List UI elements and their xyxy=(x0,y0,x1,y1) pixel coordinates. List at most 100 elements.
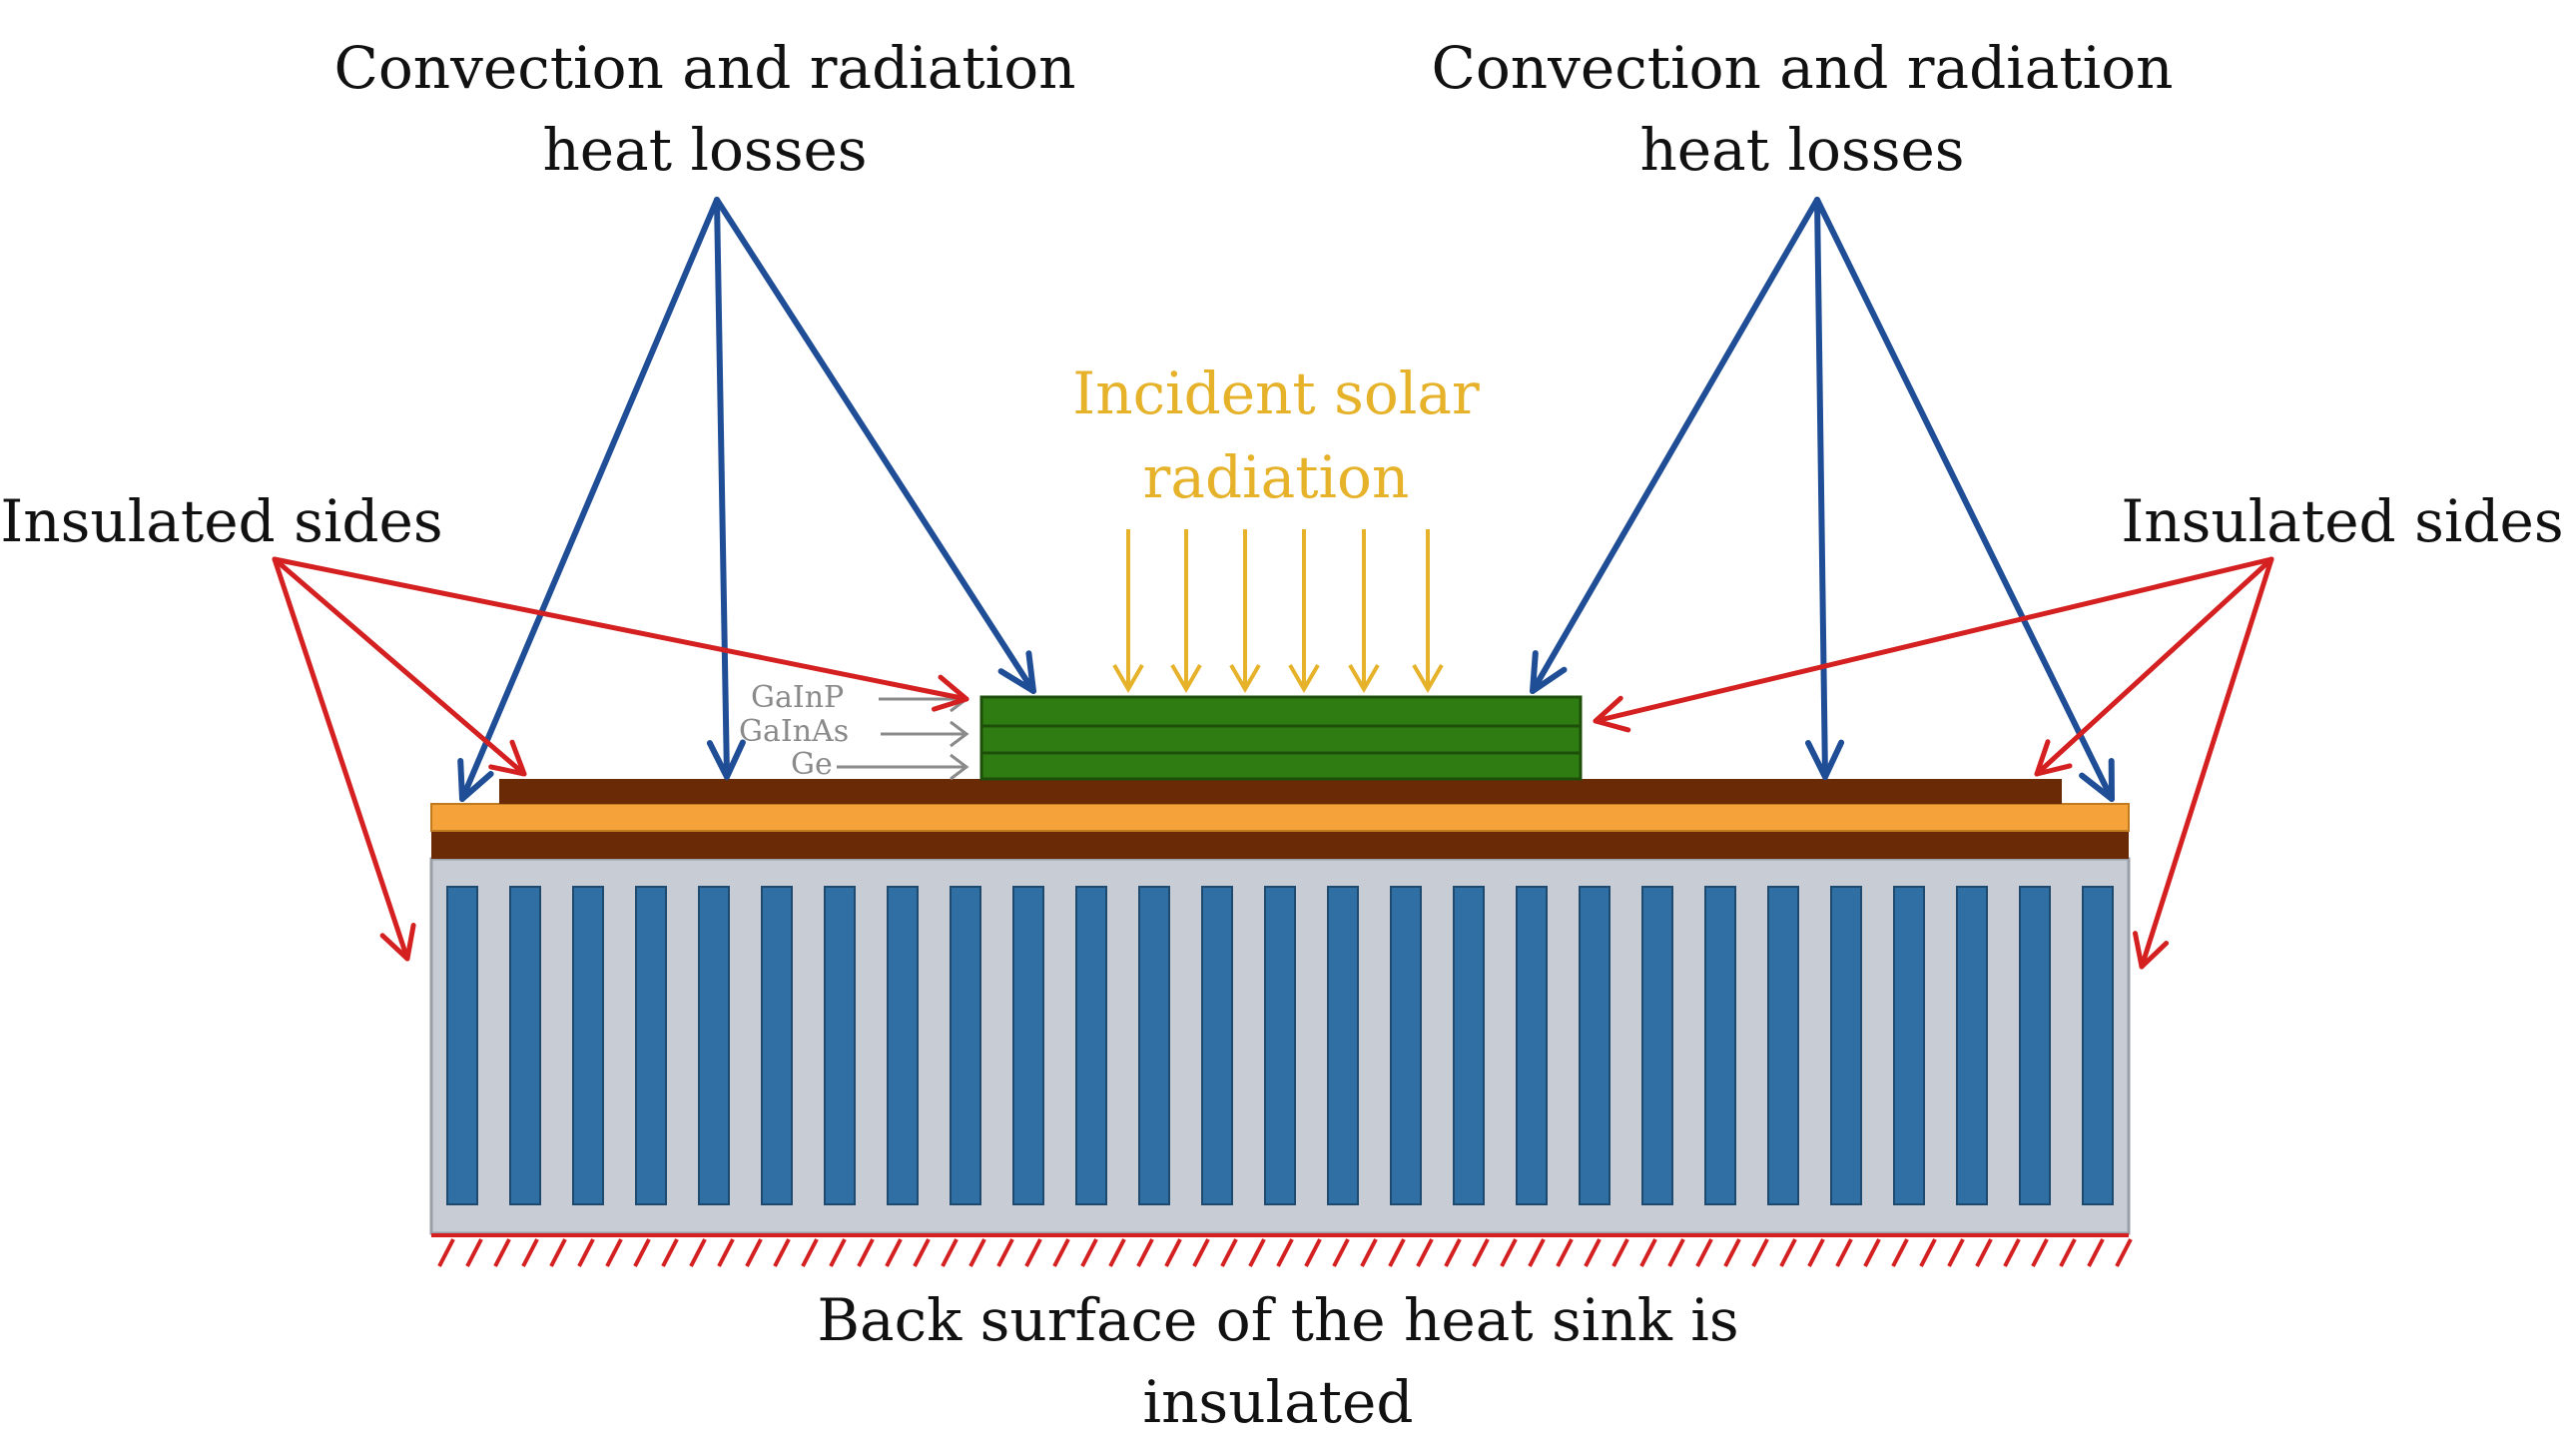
insulated-label-right: Insulated sides xyxy=(2121,487,2563,555)
convection-arrow-right-3 xyxy=(1814,197,2115,802)
hatch-stroke xyxy=(2115,1238,2133,1267)
cell-layer-gainas xyxy=(979,724,1583,755)
hatch-stroke xyxy=(1751,1238,1769,1267)
hatch-stroke xyxy=(1723,1238,1741,1267)
hatch-stroke xyxy=(968,1238,986,1267)
solar-arrow-head xyxy=(1229,663,1261,693)
hatch-stroke xyxy=(1500,1238,1518,1267)
heat-sink-fin xyxy=(1012,886,1044,1205)
insulated-arrow-left-1 xyxy=(272,556,410,962)
conv-label-right-line1: Convection and radiation xyxy=(1432,34,2174,102)
convection-arrow-left-2 xyxy=(714,197,730,780)
hatch-stroke xyxy=(1052,1238,1070,1267)
back-insulation-hatching xyxy=(437,1238,2133,1267)
heat-sink-fin xyxy=(1641,886,1673,1205)
heat-sink-fin xyxy=(2019,886,2051,1205)
convection-arrow-head xyxy=(457,758,494,802)
hatch-stroke xyxy=(549,1238,567,1267)
hatch-stroke xyxy=(857,1238,875,1267)
solar-cell xyxy=(979,695,1583,781)
hatch-stroke xyxy=(1807,1238,1825,1267)
hatch-stroke xyxy=(1108,1238,1126,1267)
insulated-arrow-head xyxy=(488,739,527,777)
hatch-stroke xyxy=(1444,1238,1462,1267)
heat-sink-fin xyxy=(1453,886,1485,1205)
heat-sink-fin xyxy=(1893,886,1925,1205)
insulated-arrow-right-3 xyxy=(2139,556,2274,970)
insulated-arrow-head xyxy=(2133,931,2170,970)
hatch-stroke xyxy=(1639,1238,1657,1267)
heat-sink-fin xyxy=(761,886,793,1205)
hatch-stroke xyxy=(1080,1238,1098,1267)
heat-sink-fin xyxy=(1579,886,1610,1205)
solar-label-line2: radiation xyxy=(1143,443,1410,511)
hatch-stroke xyxy=(2031,1238,2049,1267)
insulated-arrow-right-1 xyxy=(1593,556,2274,724)
hatch-stroke xyxy=(885,1238,903,1267)
hatch-stroke xyxy=(1667,1238,1685,1267)
heat-sink-fin xyxy=(1830,886,1862,1205)
hatch-stroke xyxy=(1835,1238,1853,1267)
hatch-stroke xyxy=(913,1238,931,1267)
insulated-label-left: Insulated sides xyxy=(0,487,442,555)
convection-arrows xyxy=(459,197,2115,802)
hatch-stroke xyxy=(577,1238,595,1267)
solar-arrow-head xyxy=(1288,663,1320,693)
convection-arrow-heads xyxy=(457,650,2115,802)
conv-label-right-line2: heat losses xyxy=(1639,116,1964,184)
solar-radiation-arrows xyxy=(1112,529,1444,693)
heat-sink-fin xyxy=(1201,886,1233,1205)
orange-layer xyxy=(430,803,2130,832)
heat-sink-fin xyxy=(698,886,730,1205)
solar-label: Incident solar radiation xyxy=(1072,360,1480,511)
hatch-stroke xyxy=(1388,1238,1406,1267)
solar-label-line1: Incident solar xyxy=(1072,360,1480,427)
heat-sink-fin xyxy=(446,886,478,1205)
hatch-stroke xyxy=(996,1238,1014,1267)
heat-sink-fin xyxy=(1390,886,1422,1205)
hatch-stroke xyxy=(1304,1238,1322,1267)
hatch-stroke xyxy=(1919,1238,1937,1267)
cell-layer-gainp xyxy=(979,695,1583,728)
hatch-stroke xyxy=(1863,1238,1881,1267)
heat-sink-fin xyxy=(1075,886,1107,1205)
hatch-stroke xyxy=(1416,1238,1434,1267)
layer-arrow-gainas xyxy=(881,720,969,748)
back-surface-label-line1: Back surface of the heat sink is xyxy=(817,1286,1738,1354)
hatch-stroke xyxy=(1220,1238,1238,1267)
convection-arrow-right-1 xyxy=(1530,197,1820,694)
back-surface-label: Back surface of the heat sink is insulat… xyxy=(817,1286,1738,1436)
convection-arrow-head xyxy=(706,739,746,780)
solar-arrow-head xyxy=(1112,663,1144,693)
insulated-arrow-head xyxy=(2034,739,2073,777)
hatch-stroke xyxy=(465,1238,483,1267)
heat-sink-fin xyxy=(1138,886,1170,1205)
hatch-stroke xyxy=(773,1238,791,1267)
hatch-stroke xyxy=(2059,1238,2077,1267)
heat-sink-fin xyxy=(1264,886,1296,1205)
hatch-stroke xyxy=(1556,1238,1574,1267)
cell-layer-ge xyxy=(979,751,1583,781)
hatch-stroke xyxy=(689,1238,707,1267)
back-surface-label-line2: insulated xyxy=(1143,1368,1414,1436)
convection-arrow-head xyxy=(997,650,1036,694)
heat-sink-fin xyxy=(509,886,541,1205)
convection-arrow-head xyxy=(1530,650,1568,694)
heat-sink-fin xyxy=(1704,886,1736,1205)
heat-sink-fins xyxy=(446,886,2114,1205)
insulated-arrow-head xyxy=(1593,695,1631,733)
insulated-arrow-head xyxy=(379,923,416,962)
hatch-stroke xyxy=(1024,1238,1042,1267)
convection-arrow-left-3 xyxy=(714,197,1036,694)
hatch-stroke xyxy=(2003,1238,2021,1267)
conv-label-left-line2: heat losses xyxy=(542,116,867,184)
hatch-stroke xyxy=(1891,1238,1909,1267)
heat-sink-fin xyxy=(1956,886,1988,1205)
hatch-stroke xyxy=(1472,1238,1490,1267)
hatch-stroke xyxy=(1360,1238,1378,1267)
heat-sink xyxy=(429,857,2131,1235)
heat-sink-fin xyxy=(2082,886,2114,1205)
hatch-stroke xyxy=(1975,1238,1993,1267)
hatch-stroke xyxy=(1779,1238,1797,1267)
